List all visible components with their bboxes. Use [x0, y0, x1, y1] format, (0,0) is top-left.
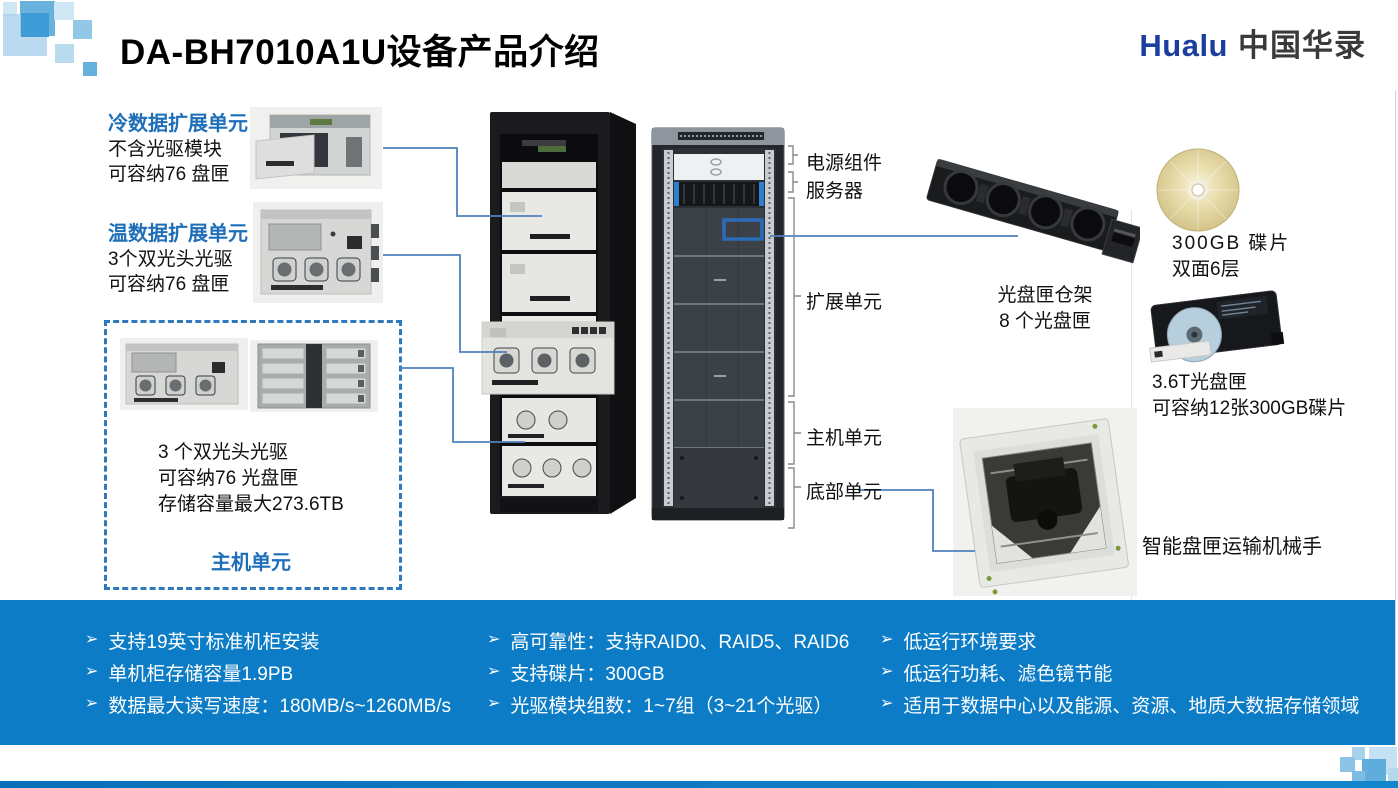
feature-item: ➢ 低运行功耗、滤色镜节能: [880, 656, 1359, 688]
disc-cartridge-photo: [1149, 290, 1285, 363]
disc-line2: 双面6层: [1172, 259, 1240, 280]
feature-text: 光驱模块组数：1~7组（3~21个光驱）: [510, 695, 833, 717]
mosaic-square: [21, 13, 49, 37]
rack-label-power: 电源组件: [806, 153, 883, 174]
mosaic-square: [1352, 747, 1365, 760]
mosaic-square: [1340, 757, 1355, 772]
mosaic-square: [83, 62, 97, 76]
disc-line1: 300GB 碟片: [1172, 233, 1291, 254]
rack-label-host: 主机单元: [806, 428, 883, 449]
right-edge-line: [1395, 90, 1396, 745]
arrow-bullet-icon: ➢: [487, 695, 501, 712]
feature-text: 支持19英寸标准机柜安装: [108, 631, 320, 653]
arrow-bullet-icon: ➢: [85, 663, 99, 680]
callout-warm-title: 温数据扩展单元: [108, 223, 248, 245]
rack-label-server: 服务器: [806, 181, 864, 202]
mosaic-square: [1362, 759, 1386, 783]
feature-text: 低运行环境要求: [903, 631, 1037, 653]
front-rack-photo: [651, 127, 785, 521]
feature-text: 高可靠性：支持RAID0、RAID5、RAID6: [510, 631, 850, 653]
magazine-line2: 8 个光盘匣: [999, 311, 1091, 332]
feature-item: ➢ 高可靠性：支持RAID0、RAID5、RAID6: [487, 624, 849, 656]
open-rack-photo: [481, 112, 636, 514]
mosaic-square: [55, 44, 74, 63]
cartridge-line1: 3.6T光盘匣: [1152, 372, 1248, 393]
callout-cold-expansion: 冷数据扩展单元 不含光驱模块 可容纳76 盘匣: [108, 112, 248, 187]
callout-cold-line1: 不含光驱模块: [108, 139, 223, 160]
mosaic-square: [1352, 771, 1365, 784]
cartridge-line2: 可容纳12张300GB碟片: [1152, 398, 1347, 419]
cold-expansion-photo: [250, 107, 382, 189]
host-unit-dashed-box: [104, 320, 402, 590]
arrow-bullet-icon: ➢: [85, 695, 99, 712]
cartridge-label: 3.6T光盘匣 可容纳12张300GB碟片: [1152, 370, 1346, 422]
arrow-bullet-icon: ➢: [880, 695, 894, 712]
host-box-line1: 3 个双光头光驱: [158, 442, 288, 463]
feature-item: ➢ 支持19英寸标准机柜安装: [85, 624, 451, 656]
callout-warm-line2: 可容纳76 盘匣: [108, 274, 230, 295]
host-unit-photo-a: [120, 338, 248, 410]
hualu-logo: Hualu 中国华录: [1139, 20, 1366, 65]
feature-text: 数据最大读写速度：180MB/s~1260MB/s: [108, 695, 452, 717]
mosaic-square: [3, 2, 17, 16]
feature-item: ➢ 支持碟片：300GB: [487, 656, 849, 688]
feature-column-3: ➢ 低运行环境要求 ➢ 低运行功耗、滤色镜节能 ➢ 适用于数据中心以及能源、资源、地质…: [880, 624, 1359, 720]
bottom-accent-bar: [0, 781, 1398, 788]
callout-warm-expansion: 温数据扩展单元 3个双光头光驱 可容纳76 盘匣: [108, 222, 248, 297]
feature-text: 单机柜存储容量1.9PB: [108, 663, 294, 685]
magazine-line1: 光盘匣仓架: [997, 285, 1093, 306]
arrow-bullet-icon: ➢: [487, 631, 501, 648]
arrow-bullet-icon: ➢: [880, 631, 894, 648]
optical-disc-photo: [1156, 148, 1240, 232]
mosaic-square: [54, 2, 74, 20]
arrow-bullet-icon: ➢: [85, 631, 99, 648]
mosaic-top-left: [0, 0, 120, 90]
feature-item: ➢ 数据最大读写速度：180MB/s~1260MB/s: [85, 688, 451, 720]
feature-item: ➢ 单机柜存储容量1.9PB: [85, 656, 451, 688]
feature-text: 低运行功耗、滤色镜节能: [903, 663, 1113, 685]
feature-column-1: ➢ 支持19英寸标准机柜安装 ➢ 单机柜存储容量1.9PB ➢ 数据最大读写速度：18…: [85, 624, 451, 720]
robot-label: 智能盘匣运输机械手: [1142, 536, 1322, 558]
mosaic-square: [1388, 768, 1398, 782]
arrow-bullet-icon: ➢: [487, 663, 501, 680]
feature-item: ➢ 适用于数据中心以及能源、资源、地质大数据存储领域: [880, 688, 1359, 720]
magazine-label: 光盘匣仓架 8 个光盘匣: [965, 283, 1125, 335]
callout-warm-line1: 3个双光头光驱: [108, 249, 233, 270]
hualu-logo-latin: Hualu: [1139, 28, 1228, 63]
callout-cold-title: 冷数据扩展单元: [108, 113, 248, 135]
host-box-specs: 3 个双光头光驱 可容纳76 光盘匣 存储容量最大273.6TB: [158, 440, 344, 518]
feature-column-2: ➢ 高可靠性：支持RAID0、RAID5、RAID6 ➢ 支持碟片：300GB ➢ 光…: [487, 624, 849, 720]
mosaic-square: [73, 20, 92, 39]
mosaic-bottom-right: [1330, 744, 1398, 784]
callout-cold-line2: 可容纳76 盘匣: [108, 164, 230, 185]
host-box-line2: 可容纳76 光盘匣: [158, 468, 299, 489]
feature-item: ➢ 低运行环境要求: [880, 624, 1359, 656]
column-divider-line: [1131, 210, 1132, 600]
host-box-label: 主机单元: [211, 552, 291, 574]
feature-text: 适用于数据中心以及能源、资源、地质大数据存储领域: [903, 695, 1360, 717]
page-title: DA-BH7010A1U设备产品介绍: [120, 33, 600, 72]
feature-text: 支持碟片：300GB: [510, 663, 665, 685]
disc-label: 300GB 碟片 双面6层: [1172, 231, 1290, 283]
robot-transporter-photo: [953, 408, 1137, 596]
warm-expansion-photo: [253, 202, 383, 303]
host-unit-photo-b: [250, 340, 378, 412]
rack-highlight-box: [722, 218, 764, 241]
feature-item: ➢ 光驱模块组数：1~7组（3~21个光驱）: [487, 688, 849, 720]
pulled-module: [481, 321, 615, 395]
hualu-logo-cjk: 中国华录: [1238, 28, 1366, 63]
arrow-bullet-icon: ➢: [880, 663, 894, 680]
host-box-line3: 存储容量最大273.6TB: [158, 494, 344, 515]
rack-label-expansion: 扩展单元: [806, 292, 883, 313]
cartridge-magazine-photo: [926, 159, 1140, 264]
rack-label-bottom: 底部单元: [806, 482, 883, 503]
feature-band: ➢ 支持19英寸标准机柜安装 ➢ 单机柜存储容量1.9PB ➢ 数据最大读写速度：18…: [0, 600, 1395, 745]
